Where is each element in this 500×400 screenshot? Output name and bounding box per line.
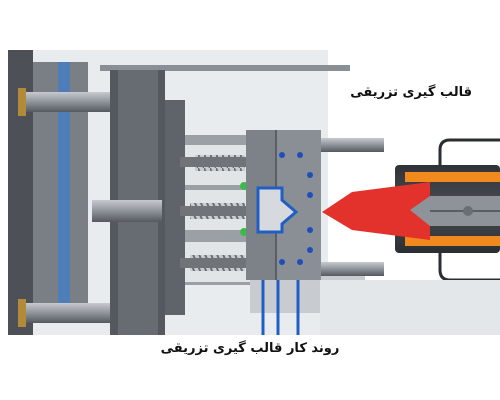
mold-cavity (256, 186, 299, 234)
ejector-springs (180, 135, 250, 285)
machine-base (320, 280, 500, 335)
tie-rod-right-top (318, 138, 384, 152)
tie-rod-top (20, 92, 120, 112)
diagram-title: قالب گیری تزریقی (350, 85, 472, 100)
heater-wire-2 (438, 252, 500, 282)
heater-wire (438, 138, 500, 166)
heater-band-top (405, 172, 500, 182)
tie-rod-right-bottom (318, 262, 384, 276)
tie-rod-bottom (20, 303, 120, 323)
coolant-lines (261, 280, 300, 335)
cooling-channel-dots (279, 152, 313, 265)
injection-unit (322, 138, 500, 282)
mold (246, 130, 321, 280)
diagram-caption: روند کار قالب گیری تزریقی (160, 341, 340, 356)
molten-plastic (322, 182, 430, 240)
heater-band-bottom (405, 236, 500, 246)
tie-rods (18, 88, 384, 327)
